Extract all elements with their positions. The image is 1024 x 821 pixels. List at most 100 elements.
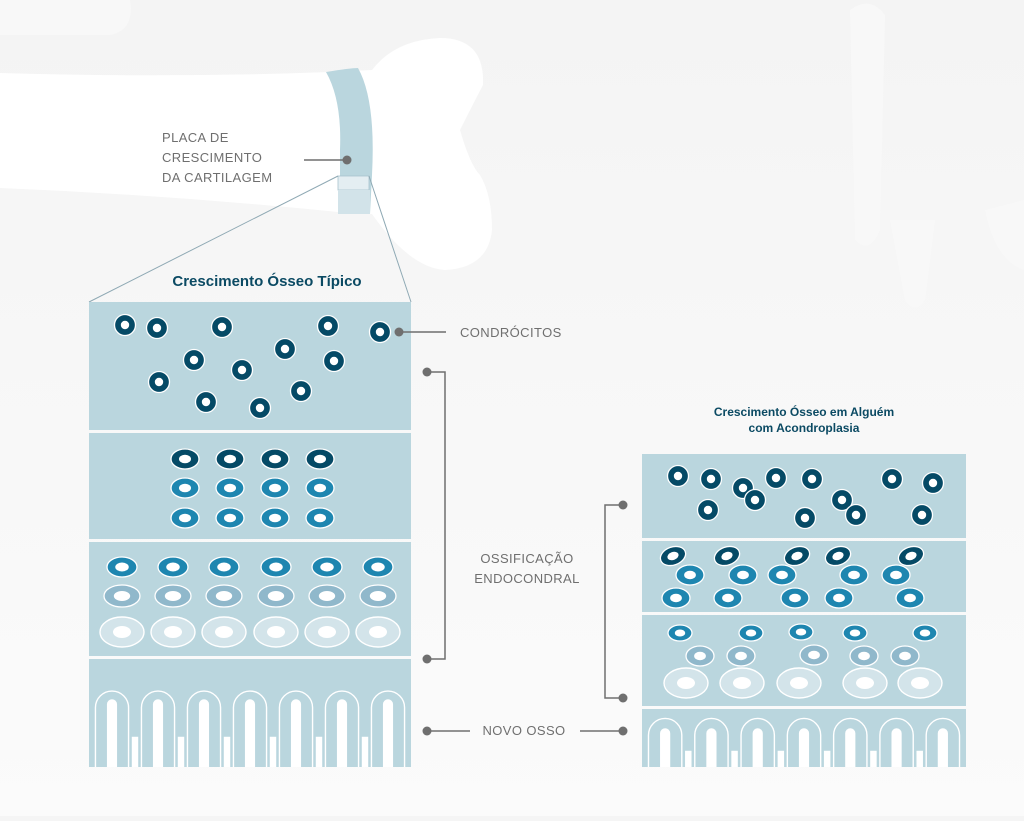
- marrow-channel: [336, 699, 348, 767]
- cell-nucleus: [735, 651, 747, 661]
- cell-nucleus: [369, 626, 387, 638]
- cell-nucleus: [369, 591, 387, 601]
- bone-gap: [361, 736, 369, 767]
- hypertrophic-chondrocyte: [890, 645, 920, 667]
- proliferating-chondrocyte: [780, 587, 810, 609]
- femur-bone: [0, 38, 492, 270]
- decorative-shapes: [0, 0, 1024, 308]
- cell-nucleus: [738, 483, 748, 493]
- cell-nucleus: [201, 397, 211, 407]
- proliferating-chondrocyte: [305, 448, 335, 470]
- cell-nucleus: [917, 510, 927, 520]
- marrow-channel: [706, 728, 717, 767]
- marrow-channel: [152, 699, 164, 767]
- proliferating-chondrocyte: [170, 448, 200, 470]
- connector-dot: [618, 726, 628, 736]
- trabecula-outline: [786, 717, 822, 767]
- proliferating-chondrocyte: [260, 507, 290, 529]
- proliferating-chondrocyte: [170, 477, 200, 499]
- new-bone-label: NOVO OSSO: [482, 723, 565, 738]
- cell-nucleus: [776, 570, 788, 580]
- cell-nucleus: [268, 483, 282, 493]
- trabecula-outline: [740, 717, 776, 767]
- marrow-channel: [798, 728, 810, 767]
- marrow-channel: [198, 699, 210, 767]
- new-bone-annotation: NOVO OSSO: [422, 723, 628, 738]
- trabecula-outline: [94, 690, 130, 767]
- resting-chondrocyte: [743, 488, 767, 512]
- cell-nucleus: [323, 321, 333, 331]
- cell-nucleus: [268, 454, 282, 464]
- hypertrophic-chondrocyte: [849, 645, 879, 667]
- cell-nucleus: [120, 320, 130, 330]
- maturing-chondrocyte: [311, 556, 343, 578]
- resting-chondrocyte: [699, 467, 723, 491]
- marrow-channel: [382, 699, 394, 767]
- cell-nucleus: [694, 651, 706, 661]
- cell-nucleus: [808, 650, 820, 660]
- proliferating-chondrocyte: [713, 587, 743, 609]
- cell-nucleus: [152, 323, 162, 333]
- maturing-chondrocyte: [738, 624, 764, 642]
- marrow-channel: [290, 699, 302, 767]
- proliferating-chondrocyte: [897, 545, 925, 567]
- trabecula-outline: [694, 717, 729, 767]
- cell-nucleus: [670, 593, 682, 603]
- resting-chondrocyte: [844, 503, 868, 527]
- maturing-chondrocyte: [157, 556, 189, 578]
- cell-nucleus: [313, 483, 327, 493]
- maturing-chondrocyte: [667, 624, 693, 642]
- hypertrophic-chondrocyte: [726, 645, 756, 667]
- hypertrophic-chondrocyte: [253, 616, 299, 648]
- cell-nucleus: [375, 327, 385, 337]
- resting-chondrocyte: [316, 314, 340, 338]
- maturing-chondrocyte: [788, 623, 814, 641]
- resting-chondrocyte: [182, 348, 206, 372]
- resting-chondrocyte: [793, 506, 817, 530]
- bone-gap: [777, 750, 785, 767]
- ossification-label-line-2: ENDOCONDRAL: [474, 571, 580, 586]
- cell-nucleus: [733, 677, 751, 689]
- cell-nucleus: [178, 513, 192, 523]
- resting-chondrocyte: [696, 498, 720, 522]
- cell-nucleus: [667, 551, 679, 561]
- cell-nucleus: [113, 591, 131, 601]
- cell-nucleus: [851, 510, 861, 520]
- cell-nucleus: [280, 344, 290, 354]
- cell-nucleus: [703, 505, 713, 515]
- cell-nucleus: [722, 593, 734, 603]
- proliferating-chondrocyte: [767, 564, 797, 586]
- connector-dot: [618, 693, 628, 703]
- trabecula-outline: [186, 690, 222, 767]
- growth-plate-zoom-box: [337, 175, 370, 191]
- hypertrophic-chondrocyte: [99, 616, 145, 648]
- cell-nucleus: [371, 562, 385, 572]
- cell-nucleus: [790, 677, 808, 689]
- cell-nucleus: [215, 626, 233, 638]
- trabecula-outline: [140, 690, 176, 767]
- maturing-chondrocyte: [260, 556, 292, 578]
- resting-chondrocyte: [210, 315, 234, 339]
- cell-nucleus: [919, 629, 931, 637]
- proliferating-chondrocyte: [260, 477, 290, 499]
- cell-nucleus: [807, 474, 817, 484]
- cell-nucleus: [800, 513, 810, 523]
- proliferating-chondrocyte: [305, 477, 335, 499]
- connector-dot: [342, 155, 352, 165]
- trabecula-outline: [925, 717, 961, 767]
- cell-nucleus: [267, 591, 285, 601]
- proliferating-chondrocyte: [839, 564, 869, 586]
- cell-nucleus: [115, 562, 129, 572]
- typical-growth-panel: [89, 302, 411, 767]
- cell-nucleus: [833, 593, 845, 603]
- chondrocytes-label: CONDRÓCITOS: [460, 325, 562, 340]
- proliferating-chondrocyte: [713, 545, 741, 567]
- resting-chondrocyte: [880, 467, 904, 491]
- cell-nucleus: [178, 483, 192, 493]
- cell-nucleus: [217, 562, 231, 572]
- hypertrophic-chondrocyte: [201, 616, 247, 648]
- chondrocytes-annotation: CONDRÓCITOS: [394, 325, 562, 340]
- zoom-line-right: [368, 175, 412, 303]
- resting-chondrocyte: [322, 349, 346, 373]
